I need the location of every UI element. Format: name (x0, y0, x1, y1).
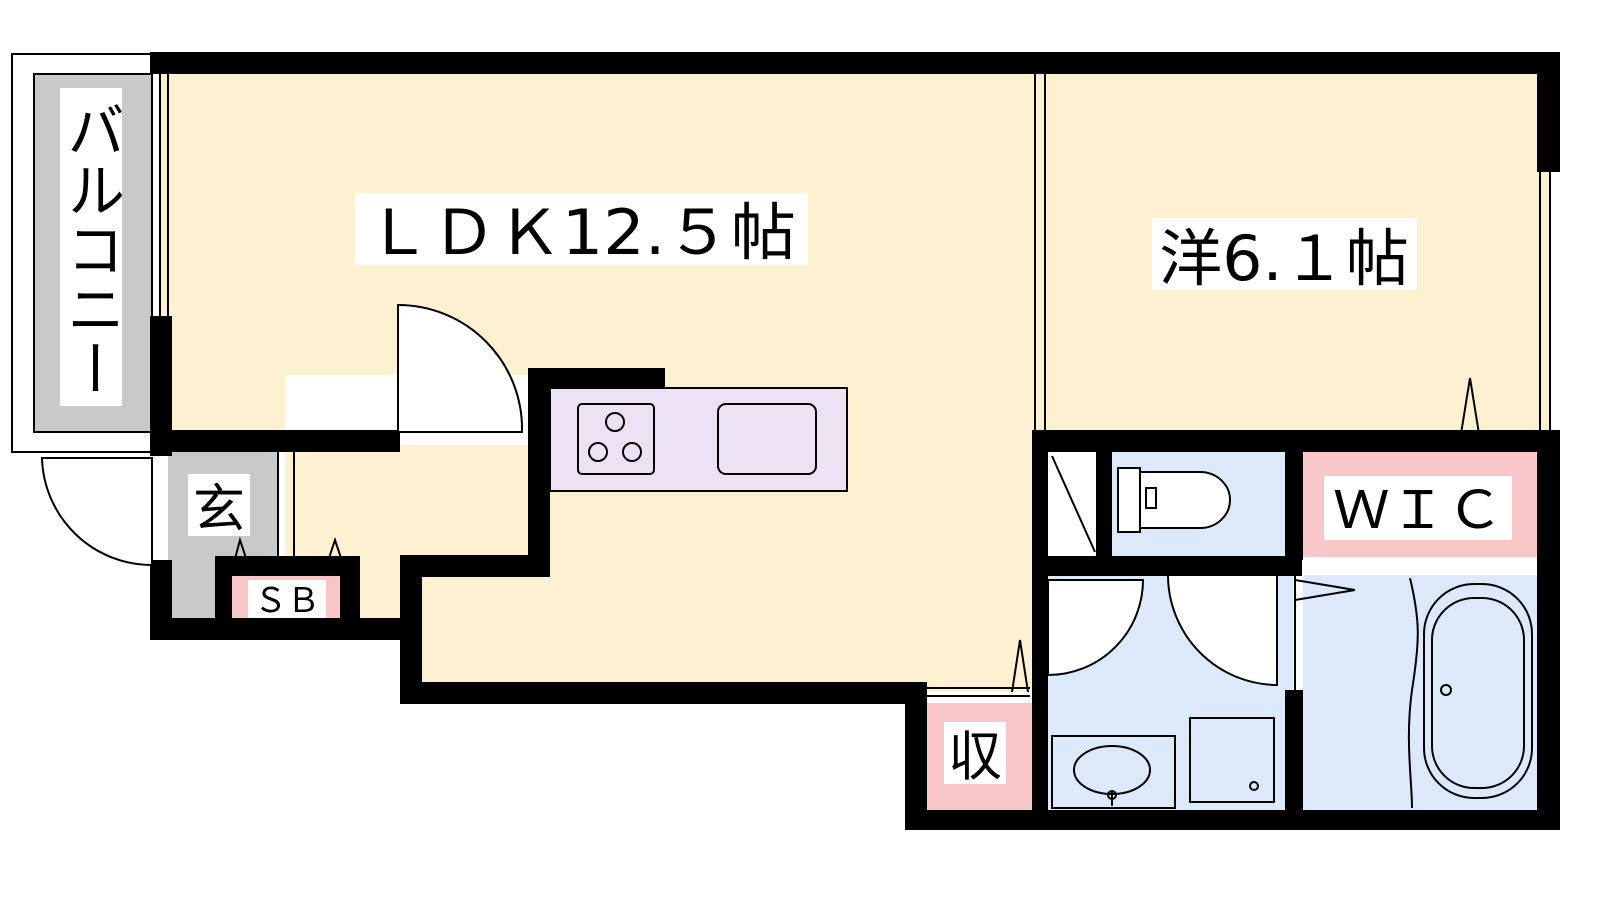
ldk-label-bg (355, 193, 808, 265)
western-room-label: 洋6.１帖 (1159, 222, 1409, 295)
bath-floor (1303, 575, 1538, 810)
doors (40, 303, 1481, 697)
balcony-label-bg (60, 88, 122, 406)
western-label-bg (1152, 218, 1417, 290)
sb-label-bg (248, 580, 326, 618)
ldk-label: ＬＤＫ12.５帖 (366, 196, 796, 269)
storage-label-bg (944, 722, 1006, 784)
thin-lines (159, 72, 1551, 690)
toilet-icon (1117, 467, 1231, 533)
ldk-corridor-floor (285, 445, 540, 570)
balcony-label: バルコニー (57, 100, 125, 398)
wash-basin-icon (1051, 735, 1176, 809)
bathtub-icon (1407, 577, 1533, 809)
walls (150, 52, 1560, 830)
stove-icon (577, 403, 655, 475)
washing-machine-space-icon (1189, 717, 1275, 803)
wic-label-bg (1324, 476, 1512, 540)
shoe-box-label: ＳＢ (254, 581, 320, 621)
entrance-label: 玄 (193, 480, 245, 540)
storage-label: 収 (948, 725, 1002, 788)
entrance-label-bg (188, 474, 250, 536)
kitchen-sink-icon (717, 403, 817, 475)
wic-label: ＷＩＣ (1333, 481, 1503, 541)
